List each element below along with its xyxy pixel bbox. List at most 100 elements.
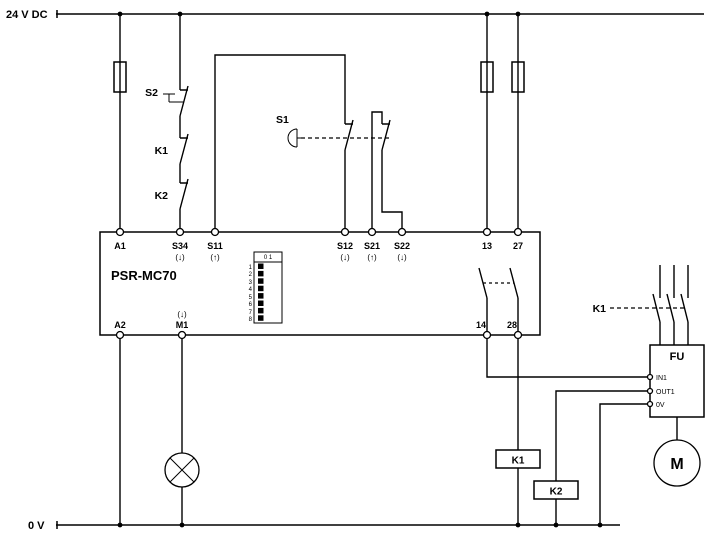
dip-switch-3 — [258, 278, 264, 284]
k1-feedback-label: K1 — [155, 145, 169, 157]
wire-14-in1 — [486, 335, 648, 378]
terminal-s21 — [367, 227, 377, 237]
k1-power-contact-icon — [652, 293, 661, 323]
feedback-branch: S2 K1 K2 — [145, 14, 189, 232]
k1-power-contact-icon — [680, 293, 689, 323]
dip-row-number: 5 — [249, 295, 253, 301]
junction-dot — [553, 522, 559, 528]
k1-feedback-contact-icon — [179, 133, 189, 165]
terminal-m1 — [177, 330, 187, 340]
terminal-sub-s34: (↓) — [175, 253, 185, 262]
terminal-14 — [482, 330, 492, 340]
s2-contact-icon — [179, 85, 189, 117]
fu-terminal-in1: IN1 — [656, 375, 667, 382]
wire-s11-feed — [214, 54, 346, 232]
k1-power-contacts: K1 — [593, 265, 689, 345]
k2-coil-label: K2 — [550, 487, 563, 498]
motor-icon — [653, 439, 701, 487]
dip-switch-6 — [258, 300, 264, 306]
fu-outline — [649, 344, 705, 418]
rail-24v-label: 24 V DC — [6, 9, 48, 21]
terminal-label-27: 27 — [513, 241, 523, 251]
terminal-label-s22: S22 — [394, 241, 410, 251]
dip-switch-1 — [258, 263, 264, 269]
s2-actuator-icon — [163, 93, 184, 103]
junction-dot — [515, 11, 521, 17]
terminal-sub-m1: (↓) — [177, 310, 187, 319]
terminal-s12 — [340, 227, 350, 237]
rail-24v — [56, 10, 704, 18]
s1-contact-1-icon — [344, 119, 354, 151]
junction-dot — [179, 522, 185, 528]
fu-terminal-0v: 0V — [656, 402, 665, 409]
terminal-s34 — [175, 227, 185, 237]
wire-s21-feed — [371, 111, 383, 232]
wire-out1-k2coil — [555, 390, 648, 481]
fu-terminal-circle — [646, 387, 654, 395]
fuse-icon — [511, 61, 525, 93]
s1-label: S1 — [276, 114, 289, 126]
rail-0v — [56, 521, 620, 529]
terminal-label-14: 14 — [476, 320, 486, 330]
terminal-sub-s21: (↑) — [367, 253, 377, 262]
estop-channel-2 — [371, 111, 403, 232]
terminal-label-s12: S12 — [337, 241, 353, 251]
fu-terminal-circle — [646, 373, 654, 381]
a1-branch — [113, 14, 127, 232]
dip-switch-8 — [258, 315, 264, 321]
relay-terminal-labels-bottom: A2 (↓) M1 14 28 — [114, 310, 517, 330]
motor: M — [653, 417, 701, 487]
terminal-27 — [513, 227, 523, 237]
k1-coil-label: K1 — [512, 456, 525, 467]
lamp-cross-icon — [169, 457, 195, 483]
frequency-inverter: FU IN1 OUT1 0V — [646, 344, 705, 418]
k2-coil-branch: K2 — [533, 390, 648, 525]
relay-outline — [99, 231, 541, 336]
terminal-13 — [482, 227, 492, 237]
fu-terminal-out1: OUT1 — [656, 389, 675, 396]
dip-row-number: 3 — [249, 280, 253, 286]
junction-dot — [117, 11, 123, 17]
fuse-icon — [113, 61, 127, 93]
relay-terminal-labels-top: A1 S34 (↓) S11 (↑) S12 (↓) S21 (↑) S22 (… — [114, 241, 523, 262]
estop-mushroom-icon — [287, 128, 301, 148]
dip-switch-7 — [258, 307, 264, 314]
terminal-label-s11: S11 — [207, 241, 223, 251]
terminal-sub-s22: (↓) — [397, 253, 407, 262]
k2-feedback-contact-icon — [179, 178, 189, 210]
terminal-a2 — [115, 330, 125, 340]
junction-dot — [117, 522, 123, 528]
k1-coil-branch: K1 — [495, 335, 541, 525]
wire-s22 — [381, 150, 403, 232]
fu-label: FU — [670, 351, 685, 363]
enable-branch — [486, 335, 648, 378]
terminal-label-s21: S21 — [364, 241, 380, 251]
dip-switch: 0 1 1 2 3 4 5 6 7 8 — [249, 251, 283, 324]
terminal-28 — [513, 330, 523, 340]
dip-switch-4 — [258, 285, 264, 292]
estop-button: S1 — [276, 114, 389, 148]
s2-label: S2 — [145, 87, 158, 99]
fu-terminal-circle — [646, 400, 654, 408]
terminal-label-28: 28 — [507, 320, 517, 330]
terminal-label-m1: M1 — [176, 320, 189, 330]
k2-feedback-label: K2 — [155, 190, 169, 202]
dip-row-number: 7 — [249, 310, 253, 316]
relay-terminals — [115, 227, 523, 340]
s1-contact-2-icon — [381, 119, 391, 151]
dip-row-number: 6 — [249, 302, 253, 308]
junction-dot — [597, 522, 603, 528]
fuse-icon — [480, 61, 494, 93]
dip-outline — [253, 251, 283, 324]
terminal-a1 — [115, 227, 125, 237]
terminal-s22 — [397, 227, 407, 237]
relay-block: PSR-MC70 0 1 1 2 3 4 5 6 7 8 — [99, 231, 541, 336]
k1-power-contact-icon — [666, 293, 675, 323]
output-supply-branches — [480, 14, 525, 266]
fu-0v-branch — [599, 403, 648, 525]
terminal-label-a2: A2 — [114, 320, 126, 330]
terminal-label-s34: S34 — [172, 241, 188, 251]
dip-switch-5 — [258, 293, 264, 299]
